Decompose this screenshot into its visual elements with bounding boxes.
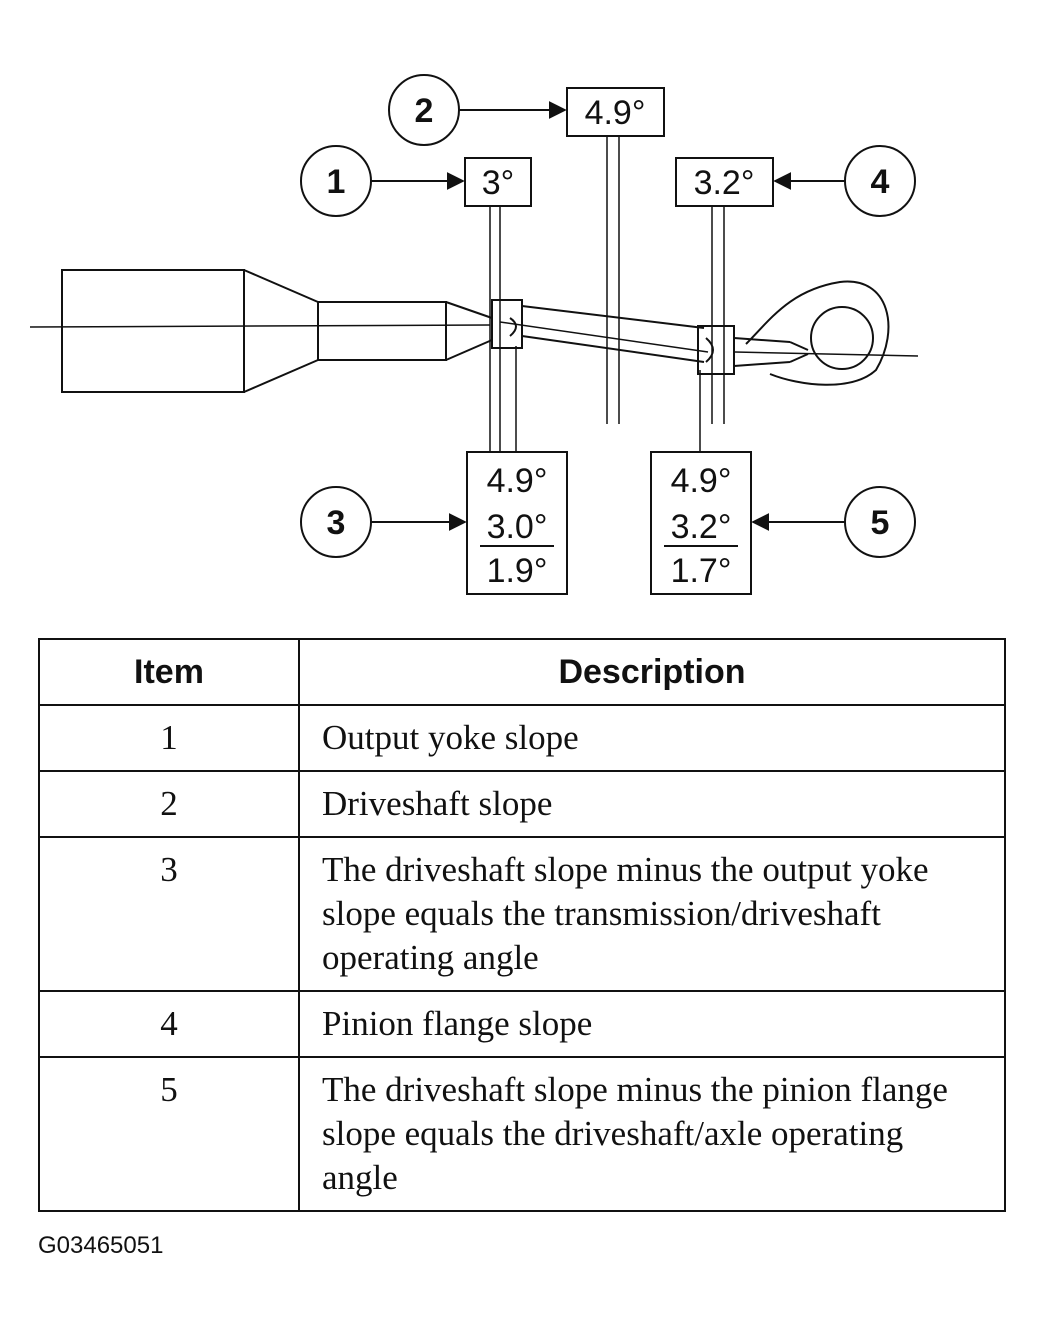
callout-num-5: 5 <box>871 504 890 542</box>
value-1: 3° <box>482 164 515 202</box>
value-box-4 <box>675 157 774 207</box>
row-item: 2 <box>38 770 300 838</box>
value-box-3 <box>466 451 568 595</box>
table-row: 5 The driveshaft slope minus the pinion … <box>38 1056 1006 1212</box>
table-row: 1 Output yoke slope <box>38 704 1006 772</box>
callout-num-3: 3 <box>327 504 346 542</box>
extension-taper <box>445 301 493 361</box>
driveline-angle-diagram: 1 2 3 4 5 3° 4.9° 3.2° 4.9° 3.0° 1.9° 4.… <box>29 74 919 595</box>
axle-pinion <box>733 337 809 367</box>
value-box-1 <box>464 157 532 207</box>
driveshaft-tube <box>521 305 705 363</box>
value-3-mid: 3.0° <box>487 508 548 546</box>
row-description: The driveshaft slope minus the output yo… <box>298 836 1006 992</box>
value-5-mid: 3.2° <box>671 508 732 546</box>
header-description: Description <box>298 638 1006 706</box>
transmission-taper <box>243 269 319 393</box>
slope-line-1 <box>489 206 501 452</box>
row-item: 1 <box>38 704 300 772</box>
value-4: 3.2° <box>694 164 755 202</box>
value-3-top: 4.9° <box>487 462 548 500</box>
driveshaft-centerline <box>499 321 709 353</box>
output-yoke <box>491 299 523 349</box>
table-row: 2 Driveshaft slope <box>38 770 1006 838</box>
slope-line-4 <box>711 206 725 424</box>
table-row: 3 The driveshaft slope minus the output … <box>38 836 1006 992</box>
axle-ring <box>810 306 874 370</box>
row-item: 3 <box>38 836 300 992</box>
legend-table: Item Description 1 Output yoke slope 2 D… <box>38 638 1006 1212</box>
legend-header-row: Item Description <box>38 638 1006 706</box>
value-5-top: 4.9° <box>671 462 732 500</box>
value-2: 4.9° <box>585 94 646 132</box>
extension-housing <box>317 301 447 361</box>
header-item: Item <box>38 638 300 706</box>
axle-centerline <box>734 351 919 357</box>
row-description: Driveshaft slope <box>298 770 1006 838</box>
figure-code: G03465051 <box>38 1232 164 1259</box>
callout-num-2: 2 <box>415 92 434 130</box>
value-box-5 <box>650 451 752 595</box>
transmission-housing <box>61 269 245 393</box>
centerline <box>29 324 491 328</box>
row-description: The driveshaft slope minus the pinion fl… <box>298 1056 1006 1212</box>
value-box-2 <box>566 87 665 137</box>
callout-num-4: 4 <box>871 163 890 201</box>
row-item: 5 <box>38 1056 300 1212</box>
row-description: Output yoke slope <box>298 704 1006 772</box>
value-5-bottom: 1.7° <box>671 552 732 590</box>
pinion-flange <box>697 325 735 375</box>
axle-housing <box>745 280 890 386</box>
table-row: 4 Pinion flange slope <box>38 990 1006 1058</box>
value-3-bottom: 1.9° <box>487 552 548 590</box>
row-description: Pinion flange slope <box>298 990 1006 1058</box>
rear-u-joint <box>705 337 714 363</box>
callout-num-1: 1 <box>327 163 346 201</box>
slope-line-2 <box>606 136 620 424</box>
row-item: 4 <box>38 990 300 1058</box>
front-u-joint <box>509 317 517 337</box>
